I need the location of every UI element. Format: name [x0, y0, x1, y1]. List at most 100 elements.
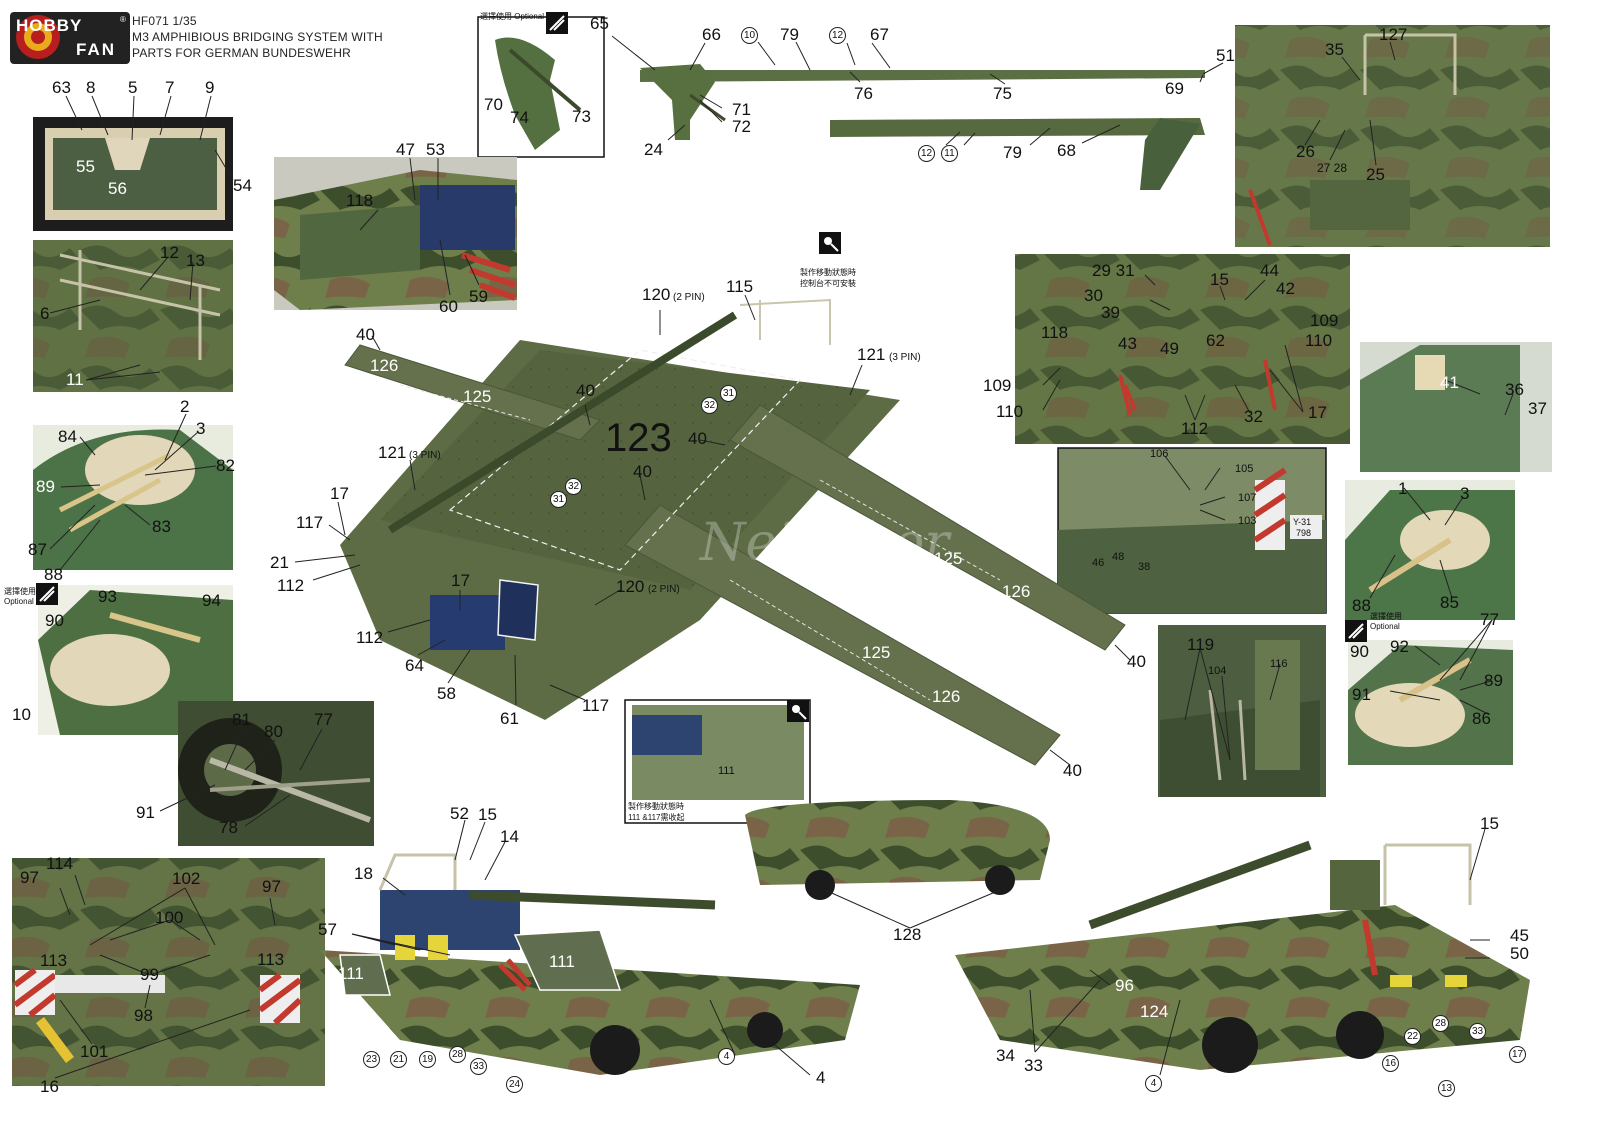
part-label: 111 — [718, 765, 735, 777]
part-label: 7 — [165, 78, 175, 97]
part-label: 79 — [780, 25, 799, 44]
part-label: 39 — [1101, 303, 1120, 322]
part-label: 27 28 — [1317, 161, 1348, 175]
part-label: 44 — [1260, 261, 1279, 280]
part-label: 56 — [108, 179, 127, 198]
part-label: 14 — [500, 827, 519, 846]
part-label: 74 — [510, 108, 529, 127]
part-label: 83 — [152, 517, 171, 536]
part-label: 109 — [983, 376, 1012, 395]
part-label: 118 — [1041, 323, 1069, 342]
part-label: 119 — [1187, 635, 1215, 654]
license-plate-line1: Y-31 — [1293, 517, 1312, 527]
circled-part-label: 22 — [1404, 1028, 1421, 1045]
part-label: 113 — [257, 950, 285, 969]
product-code: HF071 1/35 — [132, 14, 197, 28]
circled-part-label: 19 — [419, 1051, 436, 1068]
part-label: 51 — [1216, 46, 1235, 65]
part-label: 46 — [1092, 557, 1105, 569]
part-label: 104 — [1208, 665, 1227, 677]
pin-note: (3 PIN) — [409, 450, 441, 461]
part-label: 65 — [590, 14, 609, 33]
part-label: 12 — [160, 243, 179, 262]
logo-registered-mark: ® — [120, 15, 126, 24]
part-label: 55 — [76, 157, 95, 176]
product-title-line2: PARTS FOR GERMAN BUNDESWEHR — [132, 46, 351, 60]
part-label: 127 — [1379, 25, 1408, 44]
part-label: 17 — [1308, 403, 1327, 422]
part-label: 89 — [1484, 671, 1503, 690]
part-label: 117 — [582, 696, 610, 715]
part-label: 126 — [370, 356, 399, 375]
part-label: 40 — [1127, 652, 1146, 671]
part-label: 10 — [12, 705, 31, 724]
part-label: 112 — [356, 628, 384, 647]
circled-part-label: 28 — [449, 1046, 466, 1063]
part-label: 110 — [1305, 331, 1333, 350]
part-label: 48 — [1112, 551, 1125, 563]
circled-part-label: 12 — [829, 27, 846, 44]
circled-part-label: 33 — [1469, 1023, 1486, 1040]
part-label: 125 — [463, 387, 492, 406]
part-label: 92 — [1390, 637, 1409, 656]
logo-top-text: HOBBY — [16, 16, 83, 35]
part-label: 8 — [86, 78, 96, 97]
part-label: 58 — [437, 684, 456, 703]
part-label: 70 — [484, 95, 503, 114]
part-label: 103 — [1238, 515, 1257, 527]
part-label: 43 — [1118, 334, 1137, 353]
logo: HOBBY FAN ® — [10, 12, 130, 64]
circled-part-label: 33 — [470, 1058, 487, 1075]
circled-part-label: 32 — [701, 397, 718, 414]
part-label: 1 — [1398, 479, 1408, 498]
part-label: 34 — [996, 1046, 1015, 1065]
part-label: 77 — [1480, 610, 1499, 629]
part-label: 13 — [186, 251, 205, 270]
part-label: 89 — [36, 477, 55, 496]
part-label: 97 — [262, 877, 281, 896]
part-label: 87 — [28, 540, 47, 559]
part-label: 32 — [1244, 407, 1263, 426]
optional-label-right-zh: 選擇使用 — [1370, 612, 1402, 621]
optional-label-left-en: Optional — [4, 597, 34, 606]
part-label: 125 — [934, 549, 963, 568]
part-label: 100 — [155, 908, 184, 927]
part-label: 75 — [993, 84, 1012, 103]
part-label: 50 — [1510, 944, 1529, 963]
part-label: 21 — [270, 553, 289, 572]
part-label: 98 — [134, 1006, 153, 1025]
note-bottom-line2: 111 &117需收起 — [628, 813, 685, 822]
part-label: 63 — [52, 78, 71, 97]
part-label: 79 — [1003, 143, 1022, 162]
part-label: 93 — [98, 587, 117, 606]
part-label: 47 — [396, 140, 415, 159]
pin-note: (3 PIN) — [889, 352, 921, 363]
circled-part-label: 31 — [550, 491, 567, 508]
part-label: 25 — [1366, 165, 1385, 184]
part-label: 128 — [893, 925, 922, 944]
pin-note: (2 PIN) — [648, 584, 680, 595]
part-label: 125 — [862, 643, 891, 662]
part-label: 120 — [642, 285, 671, 304]
part-label: 40 — [688, 429, 707, 448]
part-label: 17 — [451, 571, 470, 590]
part-label: 126 — [932, 687, 961, 706]
note-top-line2: 控制台不可安裝 — [800, 279, 856, 288]
pin-note: (2 PIN) — [673, 292, 705, 303]
part-label: 111 — [549, 952, 575, 971]
part-label: 97 — [20, 868, 39, 887]
part-label: 96 — [1115, 976, 1134, 995]
part-label: 80 — [264, 722, 283, 741]
part-label: 69 — [1165, 79, 1184, 98]
part-label: 72 — [732, 117, 751, 136]
part-label: 59 — [469, 287, 488, 306]
part-label: 61 — [500, 709, 519, 728]
circled-part-label: 4 — [1145, 1075, 1162, 1092]
part-label: 88 — [1352, 596, 1371, 615]
part-label: 68 — [1057, 141, 1076, 160]
part-label: 112 — [1181, 419, 1209, 438]
note-bottom-line1: 製作移動狀態時 — [628, 802, 684, 811]
part-label: 15 — [1480, 814, 1499, 833]
part-label: 85 — [1440, 593, 1459, 612]
